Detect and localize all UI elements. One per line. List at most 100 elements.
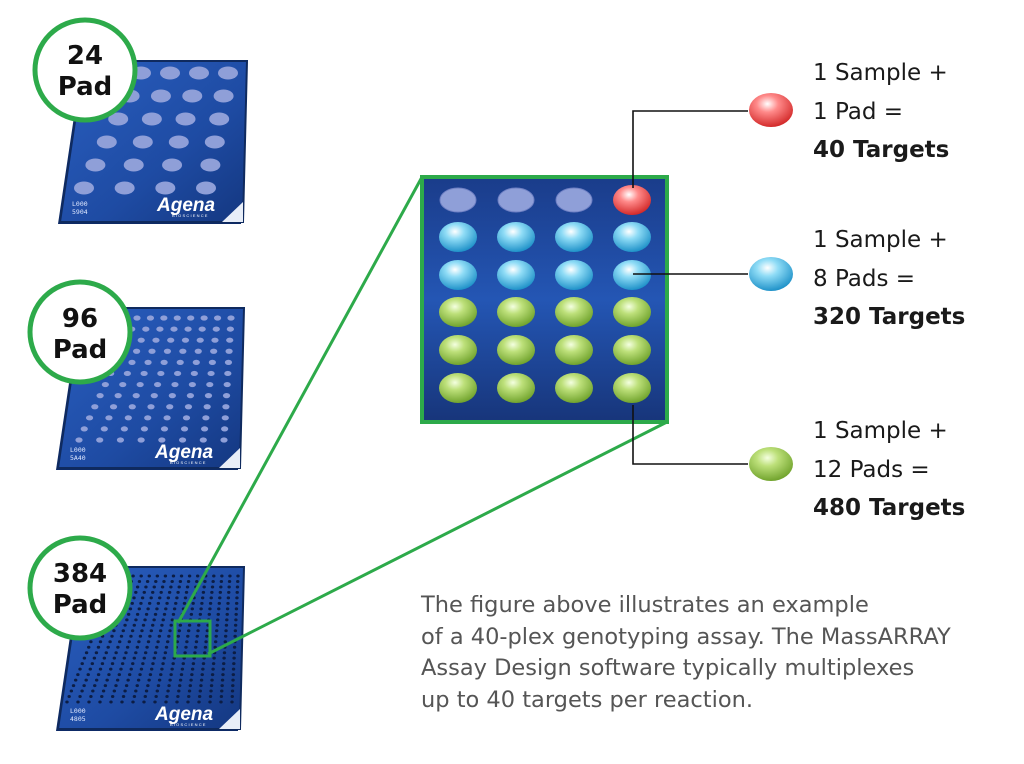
pad bbox=[209, 596, 213, 600]
pad bbox=[227, 590, 231, 594]
pad bbox=[146, 607, 150, 611]
pad bbox=[69, 689, 74, 693]
pad bbox=[144, 612, 149, 616]
pad bbox=[160, 66, 180, 80]
pad bbox=[146, 684, 150, 688]
pad bbox=[135, 612, 140, 616]
pad bbox=[167, 590, 172, 594]
pad bbox=[169, 673, 173, 677]
pad bbox=[137, 337, 145, 343]
pad bbox=[187, 315, 195, 321]
pad bbox=[187, 695, 191, 699]
pad bbox=[103, 684, 108, 688]
pad bbox=[155, 645, 159, 649]
pad bbox=[168, 629, 172, 633]
pad bbox=[145, 579, 150, 583]
pad bbox=[126, 612, 131, 616]
chip-code-1: L000 bbox=[70, 446, 86, 454]
pad bbox=[158, 596, 162, 600]
pad bbox=[152, 585, 156, 589]
pad bbox=[209, 112, 230, 126]
pad bbox=[178, 579, 183, 583]
pad bbox=[208, 700, 212, 704]
pad bbox=[162, 656, 166, 660]
pad bbox=[107, 673, 111, 677]
pad bbox=[137, 437, 145, 443]
pad bbox=[129, 667, 133, 671]
pad bbox=[235, 585, 240, 589]
pad bbox=[165, 601, 169, 605]
pad bbox=[120, 700, 124, 704]
pad bbox=[190, 370, 198, 377]
pad bbox=[135, 645, 140, 649]
pad bbox=[202, 415, 210, 421]
pad bbox=[221, 667, 226, 671]
pad bbox=[143, 618, 147, 622]
pad bbox=[91, 689, 95, 693]
badge-number: 384 bbox=[53, 559, 107, 589]
pad bbox=[227, 579, 232, 583]
pad bbox=[114, 181, 135, 195]
pad bbox=[87, 700, 91, 704]
pad bbox=[201, 667, 205, 671]
pad bbox=[145, 645, 149, 649]
pad bbox=[140, 596, 145, 600]
badge-unit: Pad bbox=[58, 72, 113, 102]
pad bbox=[141, 662, 145, 666]
pad bbox=[92, 656, 97, 660]
pad bbox=[200, 158, 221, 172]
pad bbox=[89, 640, 93, 644]
pad bbox=[190, 667, 195, 671]
pad bbox=[124, 415, 132, 421]
pad bbox=[153, 612, 158, 616]
pad bbox=[191, 601, 195, 605]
pad-red-droplet bbox=[613, 185, 651, 215]
legend-result: 320 Targets bbox=[813, 304, 965, 330]
pad bbox=[163, 574, 168, 578]
pad bbox=[235, 596, 239, 600]
pad bbox=[136, 678, 141, 682]
pad bbox=[221, 673, 225, 677]
pad bbox=[109, 404, 118, 410]
pad bbox=[162, 612, 167, 616]
pad bbox=[126, 678, 130, 682]
pad bbox=[165, 640, 170, 644]
pad bbox=[76, 673, 80, 677]
pad bbox=[171, 574, 176, 578]
pad-green-droplet bbox=[439, 297, 477, 327]
pad bbox=[156, 601, 161, 605]
pad bbox=[134, 590, 138, 594]
pad bbox=[194, 640, 199, 644]
pad bbox=[181, 662, 185, 666]
pad bbox=[73, 678, 78, 682]
pad bbox=[201, 590, 206, 594]
pad bbox=[161, 618, 165, 622]
pad bbox=[167, 337, 175, 343]
badge-384-pad: 384 Pad bbox=[27, 535, 133, 641]
pad bbox=[184, 645, 188, 649]
pad bbox=[222, 656, 226, 660]
pad bbox=[231, 684, 235, 688]
pad bbox=[213, 640, 218, 644]
pad bbox=[141, 112, 162, 126]
pad bbox=[230, 689, 235, 693]
pad-blue-droplet bbox=[555, 222, 593, 252]
pad bbox=[138, 673, 142, 677]
pad bbox=[220, 689, 224, 693]
pad bbox=[216, 618, 220, 622]
pad bbox=[209, 684, 214, 688]
pad bbox=[82, 656, 87, 660]
pad bbox=[165, 695, 169, 699]
pad bbox=[85, 158, 106, 172]
pad bbox=[185, 585, 190, 589]
pad bbox=[232, 651, 237, 655]
chip-logo-sub: BIOSCIENCE bbox=[170, 722, 207, 727]
pad bbox=[88, 667, 92, 671]
caption-line-1: The figure above illustrates an example bbox=[421, 592, 869, 618]
zoomed-pad-panel bbox=[420, 175, 669, 424]
pad bbox=[213, 645, 217, 649]
pad bbox=[119, 667, 123, 671]
pad bbox=[106, 645, 110, 649]
pad bbox=[80, 426, 88, 432]
